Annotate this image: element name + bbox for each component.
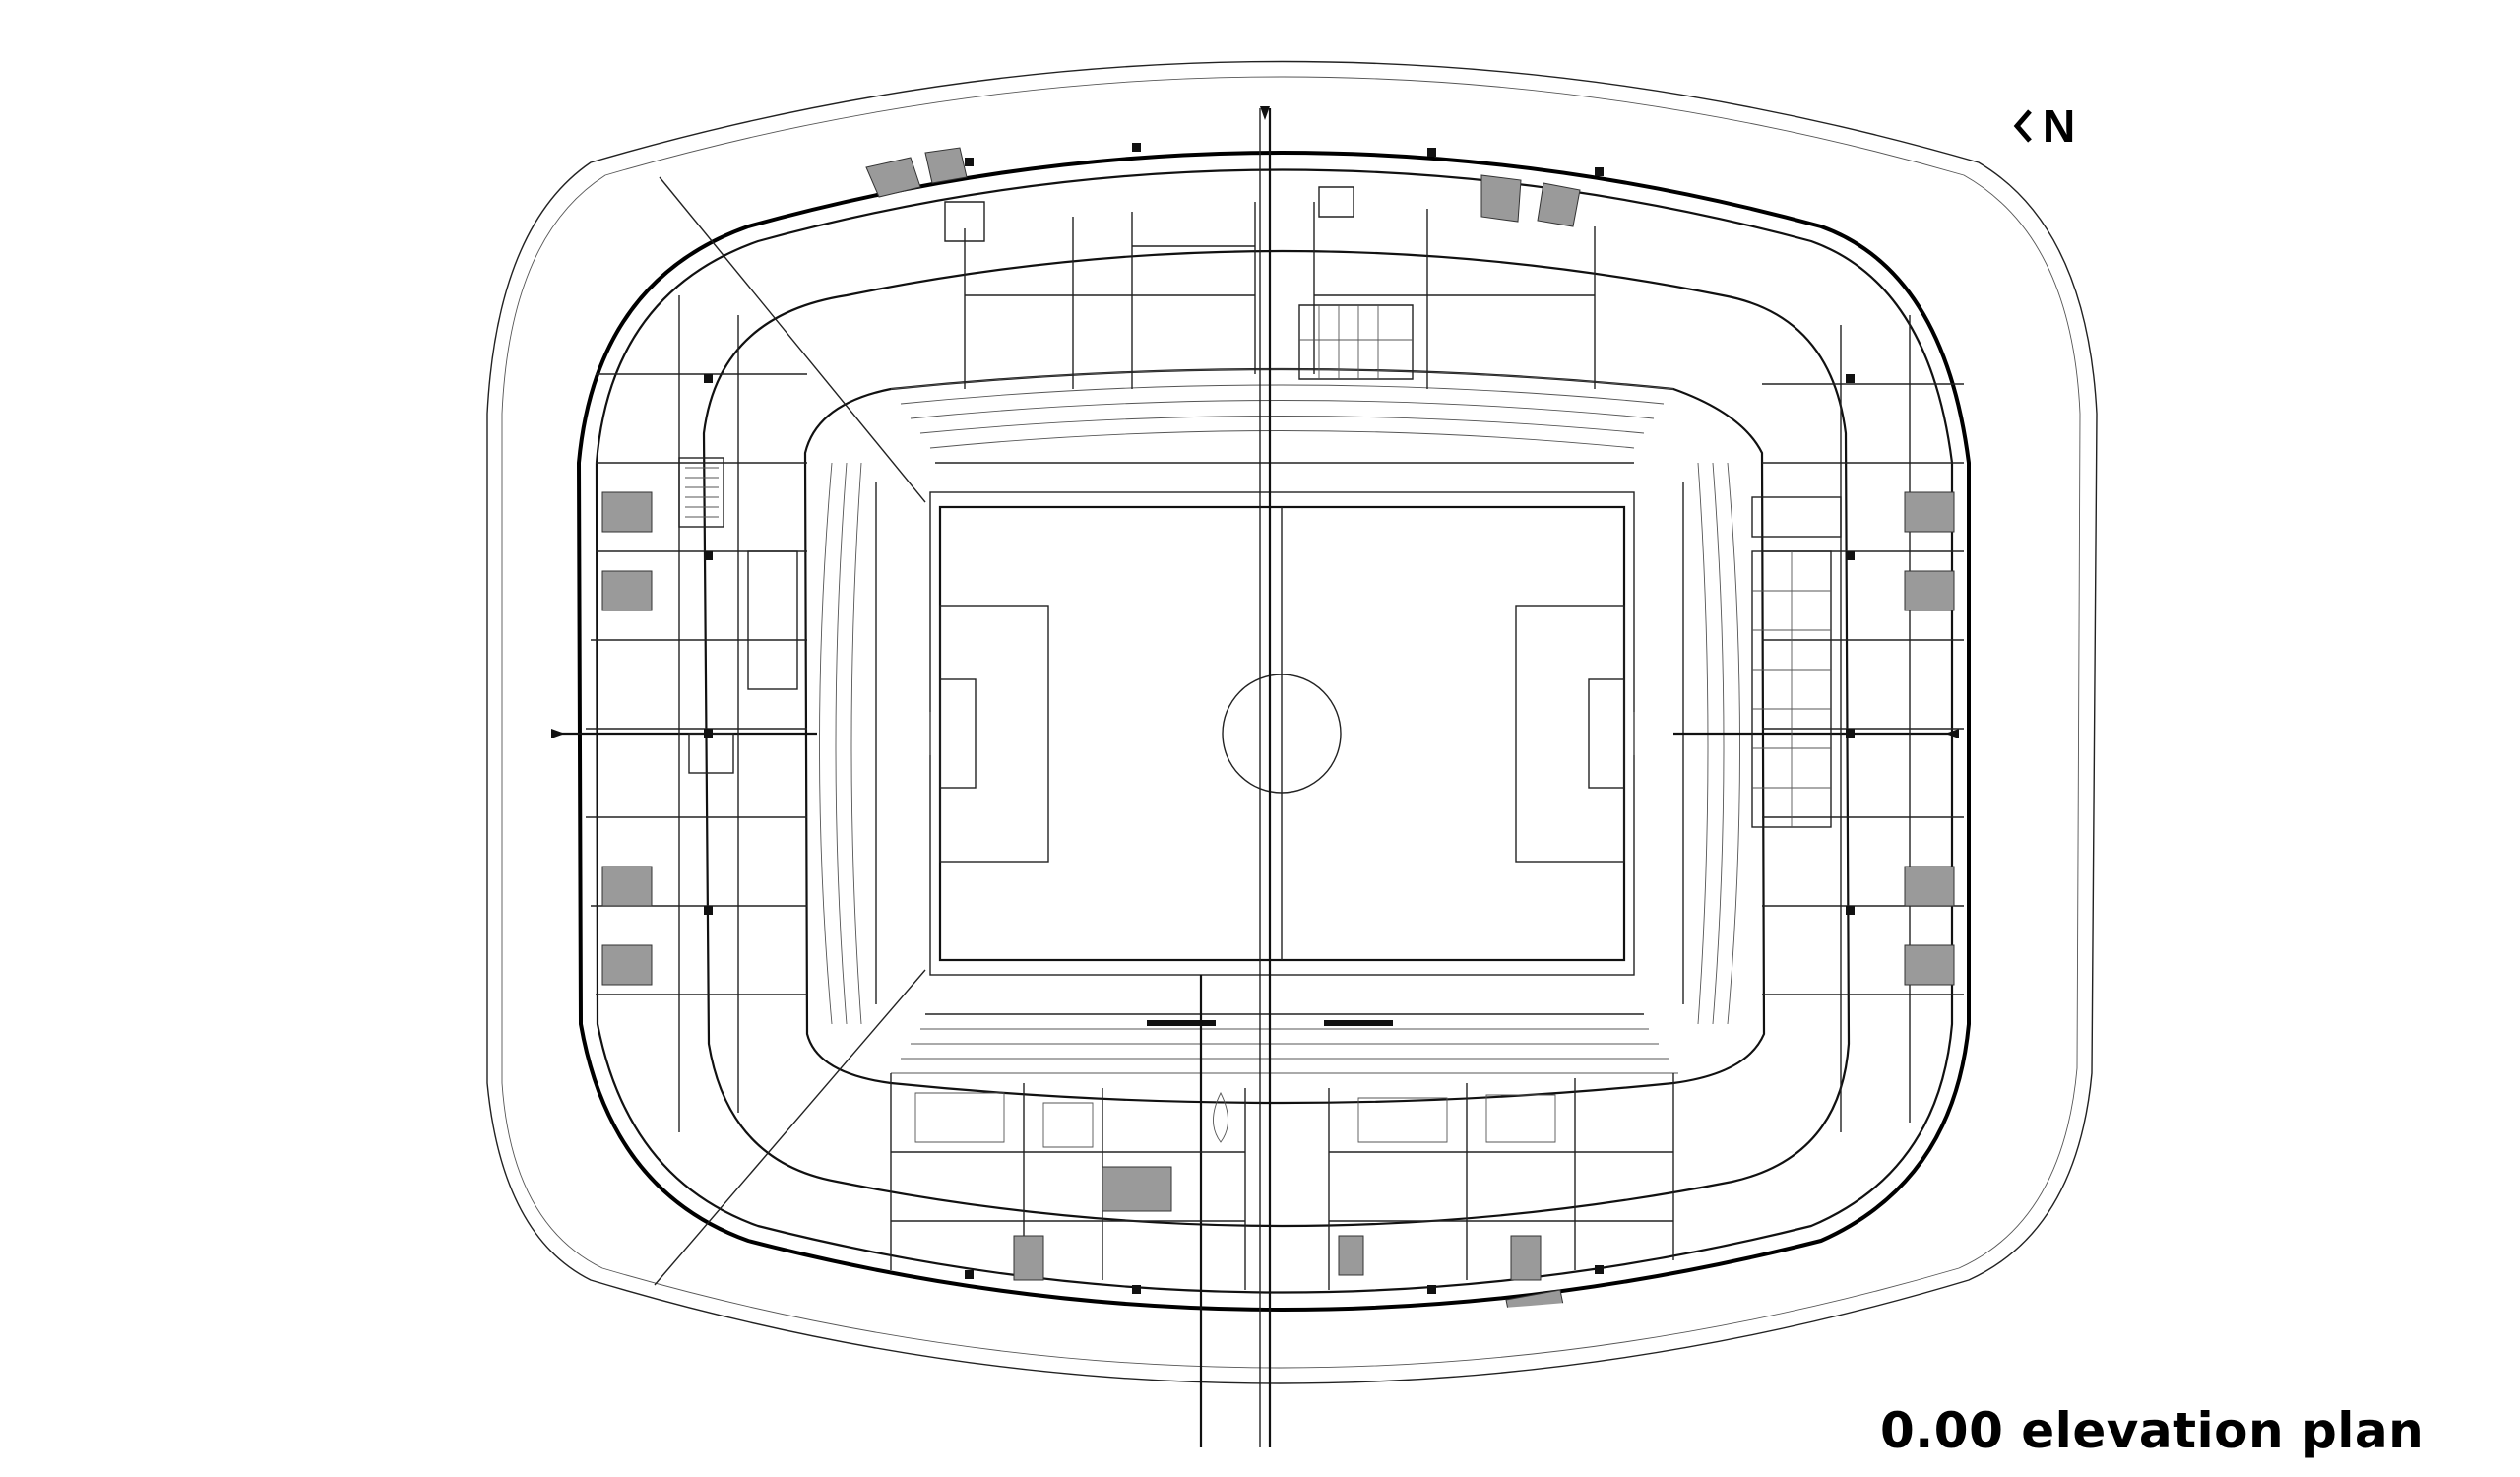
outer-canopy-line bbox=[486, 60, 2098, 1384]
seating-tier-left bbox=[819, 462, 877, 1025]
building-outer-wall bbox=[576, 151, 1971, 1312]
rooms-right bbox=[1751, 315, 1964, 1132]
concourse-inner-wall bbox=[702, 249, 1851, 1228]
outer-canopy-line-inner bbox=[501, 76, 2081, 1369]
structural-columns bbox=[704, 143, 1855, 1294]
building-outer-wall-inner bbox=[595, 168, 1954, 1294]
north-indicator: N bbox=[2013, 103, 2075, 149]
seating-tier-bottom bbox=[891, 1013, 1678, 1074]
chevron-left-icon bbox=[2013, 109, 2032, 143]
seating-tier-right bbox=[1682, 462, 1740, 1025]
seating-tier-top bbox=[890, 368, 1674, 464]
rooms-top bbox=[865, 147, 1596, 389]
plan-title: 0.00 elevation plan bbox=[1880, 1402, 2425, 1459]
rooms-bottom bbox=[890, 1073, 1674, 1315]
stand-boundary bbox=[803, 367, 1766, 1105]
north-label: N bbox=[2043, 100, 2076, 152]
section-lines bbox=[551, 106, 1959, 1447]
football-pitch bbox=[929, 491, 1635, 976]
rooms-left bbox=[586, 295, 807, 1132]
